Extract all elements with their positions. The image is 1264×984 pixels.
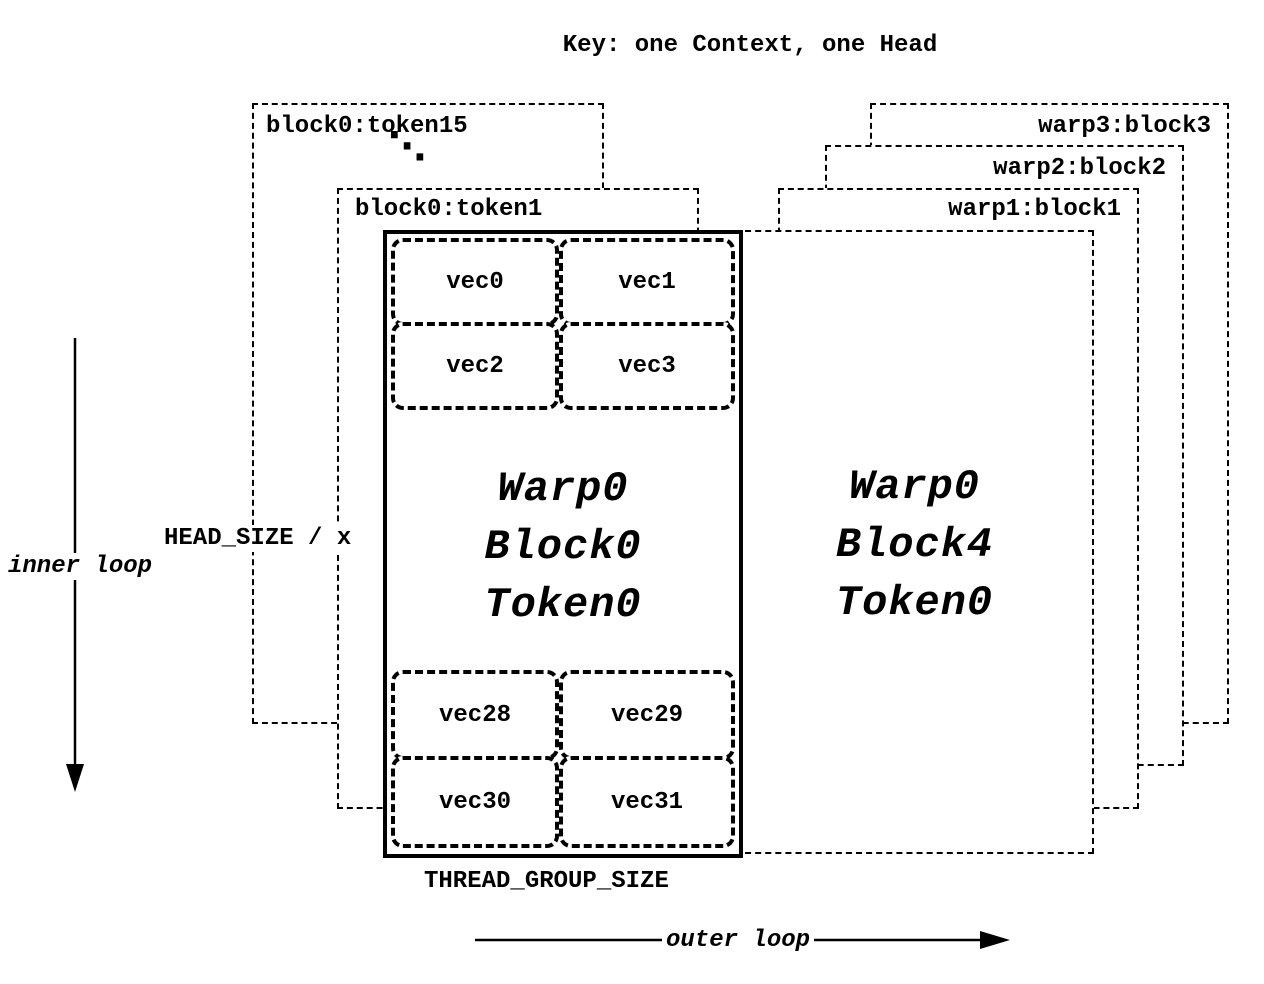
inner-loop-arrow-icon — [66, 338, 84, 792]
warp0-block4-caption-line3: Token0 — [835, 579, 994, 627]
vec0-cell: vec0 — [391, 238, 559, 326]
diagram-title: Key: one Context, one Head — [562, 32, 938, 59]
warp0-block0-caption-line2: Block0 — [484, 523, 642, 571]
diagonal-ellipsis-icon: ⋱ — [388, 124, 426, 168]
inner-loop-label: inner loop — [4, 553, 157, 580]
box-warp0-block0-token0: vec0 vec1 vec2 vec3 Warp0 Block0 Token0 … — [383, 230, 743, 858]
box-block0-token15-label: block0:token15 — [266, 113, 468, 140]
vec29-cell: vec29 — [559, 670, 735, 760]
warp0-block4-caption-line1: Warp0 — [848, 463, 981, 511]
warp0-block0-caption-line3: Token0 — [484, 581, 642, 629]
vec2-cell: vec2 — [391, 322, 559, 410]
box-warp3-block3-label: warp3:block3 — [1038, 113, 1211, 140]
box-warp0-block4-token0: Warp0 Block4 Token0 — [735, 230, 1094, 854]
box-block0-token1-label: block0:token1 — [355, 196, 543, 223]
vec31-cell: vec31 — [559, 756, 735, 848]
box-warp1-block1-label: warp1:block1 — [948, 196, 1121, 223]
warp0-block4-caption-line2: Block4 — [835, 521, 994, 569]
vec28-cell: vec28 — [391, 670, 559, 760]
thread-group-size-label: THREAD_GROUP_SIZE — [424, 868, 669, 895]
warp0-block4-caption: Warp0 Block4 Token0 — [737, 458, 1092, 632]
vec3-cell: vec3 — [559, 322, 735, 410]
head-size-label: HEAD_SIZE / x — [160, 525, 356, 552]
warp0-block0-caption-line1: Warp0 — [497, 465, 629, 513]
box-warp2-block2-label: warp2:block2 — [993, 155, 1166, 182]
outer-loop-label: outer loop — [662, 927, 815, 954]
vec30-cell: vec30 — [391, 756, 559, 848]
warp0-block0-caption: Warp0 Block0 Token0 — [387, 460, 739, 634]
vec1-cell: vec1 — [559, 238, 735, 326]
